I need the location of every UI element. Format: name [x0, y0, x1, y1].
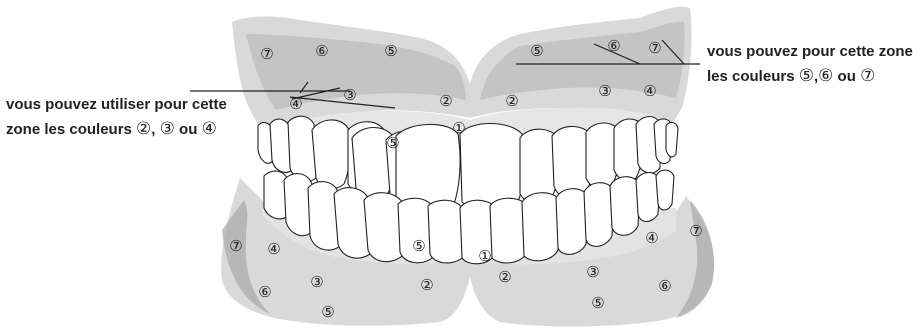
zone-label-lower-right-2: ② — [498, 268, 511, 286]
zone-label-lower-right-4: ④ — [645, 229, 658, 247]
zone-label-upper-right-2: ② — [505, 92, 518, 110]
zone-label-upper-left-6: ⑥ — [315, 42, 328, 60]
zone-label-lower-left-4: ④ — [267, 240, 280, 258]
right-note-line-2: les couleurs ⑤,⑥ ou ⑦ — [707, 64, 913, 89]
left-note-line-2: zone les couleurs ②, ③ ou ④ — [6, 117, 227, 142]
right-note-separator-2: ou — [833, 68, 860, 85]
right-instruction-note: vous pouvez pour cette zone les couleurs… — [707, 40, 913, 89]
tooth-lower-left-molar-1 — [284, 174, 312, 236]
tooth-upper-left-premolar-2 — [312, 120, 350, 189]
tooth-upper-right-central-incisor — [460, 124, 524, 210]
zone-label-upper-left-2: ② — [439, 92, 452, 110]
left-note-number-1: ② — [136, 119, 151, 139]
tooth-lower-left-central-incisor — [428, 200, 462, 263]
left-note-number-3: ④ — [202, 119, 217, 139]
zone-label-center-lower-1: ① — [478, 247, 491, 265]
zone-label-upper-right-4: ④ — [643, 82, 656, 100]
left-note-separator-2: ou — [175, 121, 202, 138]
right-note-number-1: ⑤ — [799, 66, 814, 86]
tooth-upper-right-molar-3 — [666, 122, 678, 157]
zone-label-upper-right-5: ⑤ — [530, 42, 543, 60]
zone-label-lower-left-5b: ⑤ — [412, 237, 425, 255]
zone-label-center-upper-1: ① — [452, 119, 465, 137]
tooth-upper-left-molar-1 — [288, 116, 316, 181]
zone-label-lower-left-5: ⑤ — [321, 303, 334, 321]
tooth-lower-right-lateral-incisor — [490, 198, 526, 263]
tooth-lower-left-canine — [364, 193, 402, 262]
left-note-line-1: vous pouvez utiliser pour cette — [6, 93, 227, 117]
zone-label-lower-right-5: ⑤ — [591, 294, 604, 312]
right-note-line-1: vous pouvez pour cette zone — [707, 40, 913, 64]
zone-label-lower-right-7: ⑦ — [689, 222, 702, 240]
zone-label-lower-left-6: ⑥ — [258, 283, 271, 301]
zone-label-lower-left-3: ③ — [310, 273, 323, 291]
right-note-number-3: ⑦ — [860, 66, 875, 86]
left-note-prefix: zone les couleurs — [6, 121, 136, 138]
right-note-prefix: les couleurs — [707, 68, 799, 85]
zone-label-lower-right-6: ⑥ — [658, 277, 671, 295]
tooth-lower-right-premolar-2 — [584, 183, 614, 247]
left-instruction-note: vous pouvez utiliser pour cette zone les… — [6, 93, 227, 142]
zone-label-lower-right-3: ③ — [586, 263, 599, 281]
left-note-separator-1: , — [151, 121, 159, 138]
tooth-upper-left-central-incisor — [396, 124, 460, 209]
zone-label-upper-right-6: ⑥ — [607, 37, 620, 55]
zone-label-lower-left-2: ② — [420, 276, 433, 294]
zone-label-upper-left-3: ③ — [343, 86, 356, 104]
tooth-lower-right-molar-3 — [656, 170, 674, 210]
zone-label-upper-left-7: ⑦ — [260, 45, 273, 63]
zone-label-upper-right-7: ⑦ — [648, 39, 661, 57]
zone-label-upper-left-4: ④ — [289, 95, 302, 113]
zone-label-upper-right-3: ③ — [598, 82, 611, 100]
tooth-lower-right-molar-1 — [610, 177, 640, 236]
tooth-lower-right-canine — [522, 193, 560, 261]
tooth-lower-left-premolar-1 — [334, 188, 370, 258]
zone-label-lower-left-7: ⑦ — [229, 237, 242, 255]
zone-label-upper-left-5b: ⑤ — [386, 134, 399, 152]
tooth-lower-right-premolar-1 — [556, 189, 588, 255]
right-note-number-2: ⑥ — [818, 66, 833, 86]
left-note-number-2: ③ — [160, 119, 175, 139]
zone-label-upper-left-5: ⑤ — [384, 42, 397, 60]
